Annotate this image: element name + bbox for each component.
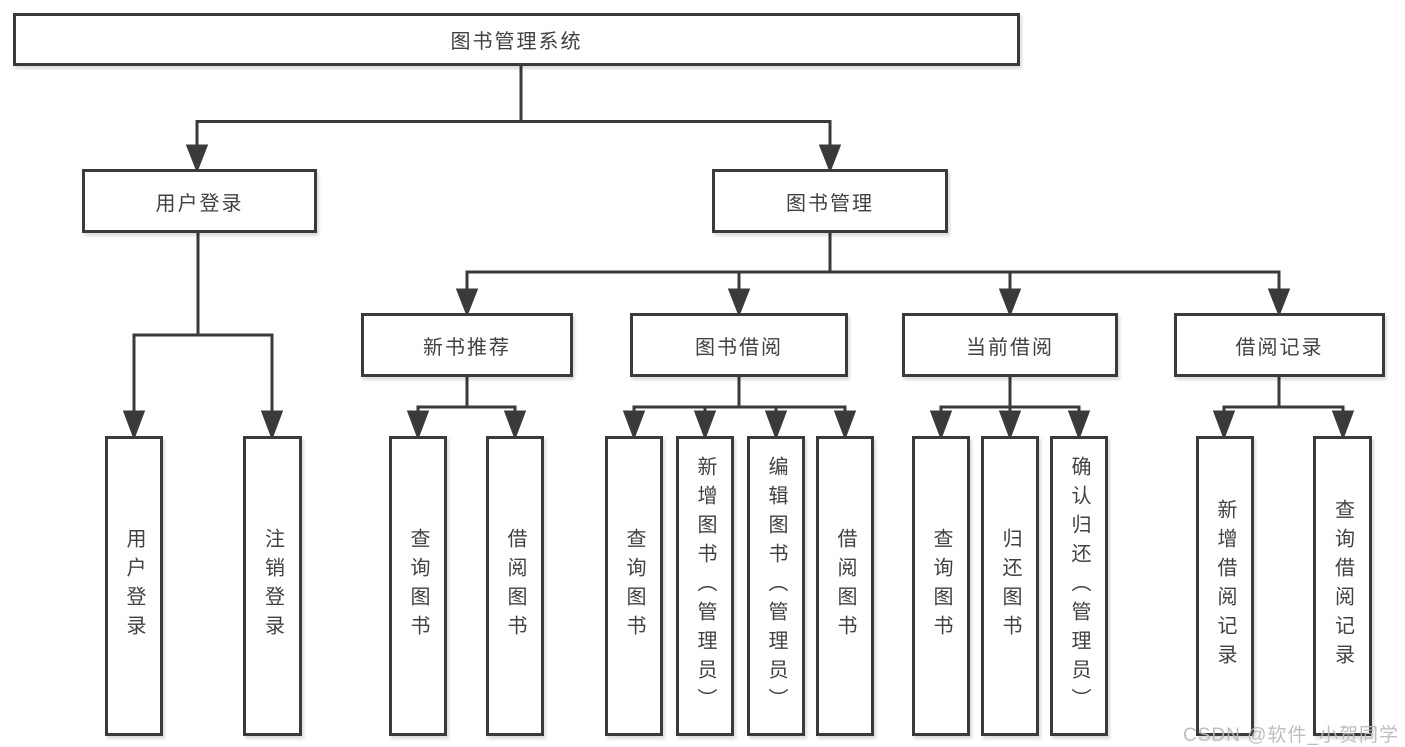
leaf-logout-login: 注销登录 bbox=[243, 436, 302, 736]
leaf-query-books-current: 查询图书 bbox=[912, 436, 970, 736]
leaf-query-books-recommend: 查询图书 bbox=[389, 436, 447, 736]
node-root-label: 图书管理系统 bbox=[450, 31, 583, 53]
node-current-borrow-label: 当前借阅 bbox=[966, 336, 1054, 359]
leaf-edit-book-admin-label: 编辑图书（管理员） bbox=[765, 455, 787, 717]
leaf-return-book: 归还图书 bbox=[981, 436, 1039, 736]
node-user-login: 用户登录 bbox=[82, 169, 317, 233]
leaf-add-borrow-record: 新增借阅记录 bbox=[1196, 436, 1254, 736]
leaf-query-borrow-record-label: 查询借阅记录 bbox=[1331, 499, 1354, 673]
leaf-query-books-current-label: 查询图书 bbox=[930, 528, 952, 644]
leaf-confirm-return-admin: 确认归还（管理员） bbox=[1050, 436, 1108, 736]
leaf-query-books-recommend-label: 查询图书 bbox=[407, 528, 429, 644]
leaf-user-login: 用户登录 bbox=[105, 436, 163, 736]
node-new-book-recommend: 新书推荐 bbox=[361, 313, 573, 377]
leaf-query-borrow-record: 查询借阅记录 bbox=[1313, 436, 1372, 736]
node-borrow-records: 借阅记录 bbox=[1174, 313, 1385, 377]
leaf-confirm-return-admin-label: 确认归还（管理员） bbox=[1068, 455, 1090, 717]
watermark: CSDN @软件_小贺同学 bbox=[1183, 725, 1399, 746]
leaf-user-login-label: 用户登录 bbox=[123, 528, 145, 644]
leaf-add-book-admin-label: 新增图书（管理员） bbox=[694, 455, 716, 717]
leaf-return-book-label: 归还图书 bbox=[999, 528, 1021, 644]
node-current-borrow: 当前借阅 bbox=[902, 313, 1118, 377]
node-root-system: 图书管理系统 bbox=[13, 13, 1020, 66]
leaf-borrow-books-recommend-label: 借阅图书 bbox=[504, 528, 526, 644]
leaf-borrow-books-label: 借阅图书 bbox=[834, 528, 856, 644]
node-book-borrow: 图书借阅 bbox=[630, 313, 848, 377]
leaf-logout-login-label: 注销登录 bbox=[261, 528, 284, 644]
leaf-add-borrow-record-label: 新增借阅记录 bbox=[1214, 499, 1236, 673]
leaf-add-book-admin: 新增图书（管理员） bbox=[676, 436, 734, 736]
leaf-query-books-borrow: 查询图书 bbox=[605, 436, 663, 736]
leaf-edit-book-admin: 编辑图书（管理员） bbox=[747, 436, 805, 736]
node-new-book-recommend-label: 新书推荐 bbox=[423, 336, 511, 359]
node-book-management-label: 图书管理 bbox=[786, 192, 874, 215]
node-borrow-records-label: 借阅记录 bbox=[1235, 336, 1324, 359]
node-book-borrow-label: 图书借阅 bbox=[695, 336, 783, 359]
node-user-login-label: 用户登录 bbox=[155, 192, 244, 215]
leaf-borrow-books: 借阅图书 bbox=[816, 436, 874, 736]
leaf-query-books-borrow-label: 查询图书 bbox=[623, 528, 645, 644]
node-book-management: 图书管理 bbox=[712, 169, 948, 233]
leaf-borrow-books-recommend: 借阅图书 bbox=[486, 436, 544, 736]
